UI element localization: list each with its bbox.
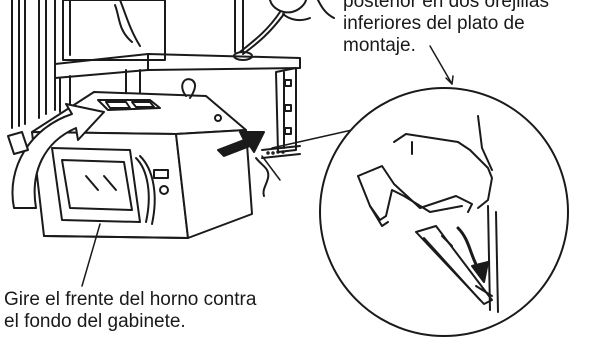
detail-magnifier — [319, 87, 569, 337]
push-arrow-right — [217, 131, 265, 157]
caption-line: posterior en dos orejillas — [343, 0, 549, 12]
microwave-oven — [31, 78, 253, 239]
detail-connectors — [261, 129, 353, 181]
mounting-bracket — [261, 67, 301, 159]
leader-lines — [81, 45, 454, 287]
caption-line: inferiores del plato de — [343, 13, 525, 34]
hook-small — [255, 157, 270, 197]
caption-line: montaje. — [343, 35, 416, 56]
cabinet-wall — [11, 0, 56, 129]
power-cord-hand — [233, 0, 335, 61]
wall-window — [62, 0, 244, 61]
caption-line: el fondo del gabinete. — [4, 311, 186, 332]
caption-line: Gire el frente del horno contra — [4, 289, 257, 310]
caption-mounting-plate-tabs: posterior en dos orejillas inferiores de… — [343, 0, 549, 57]
caption-rotate-oven: Gire el frente del horno contra el fondo… — [4, 289, 256, 333]
rotation-arrow-left — [7, 103, 105, 209]
